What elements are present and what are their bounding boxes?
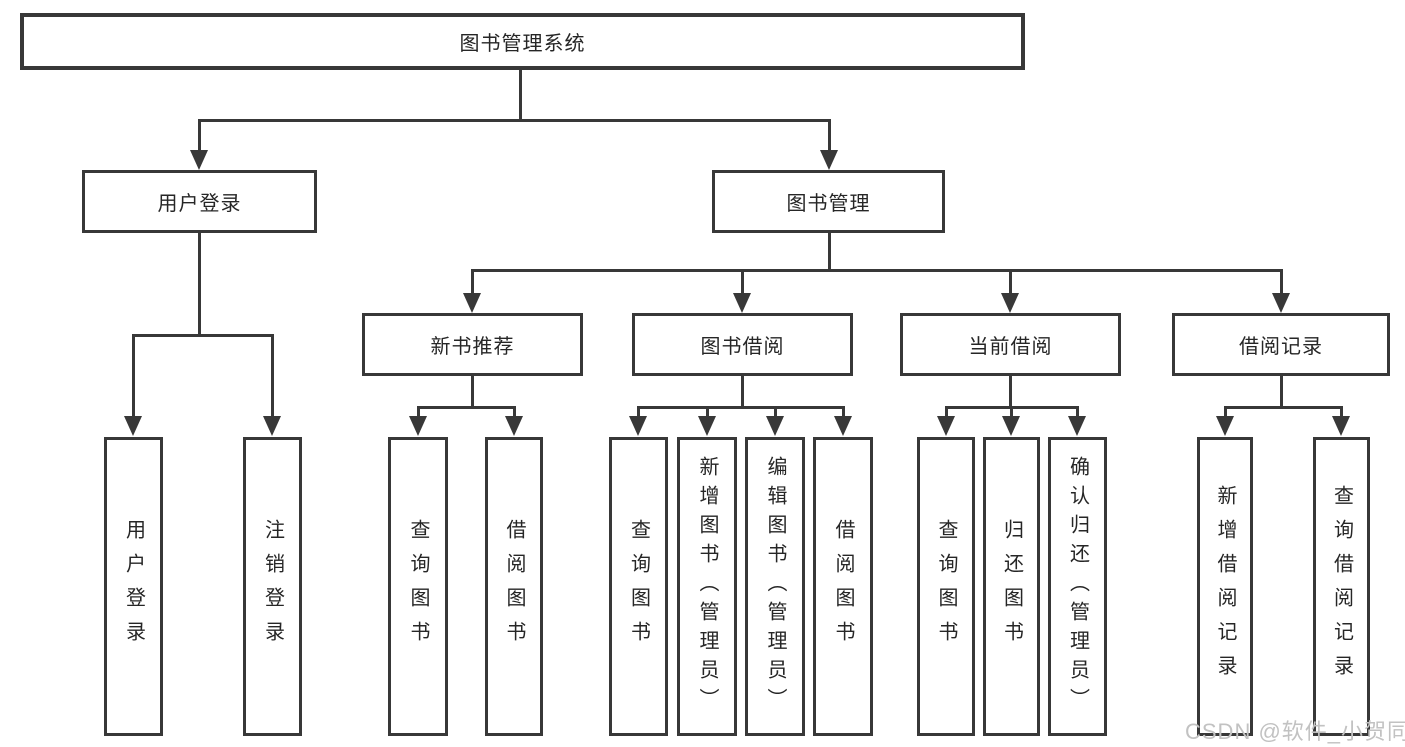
arrowhead-icon (698, 416, 716, 436)
leaf-borrow-books-2: 借阅图书 (813, 437, 873, 736)
connector-line (945, 406, 948, 418)
arrowhead-icon (629, 416, 647, 436)
node-label: 查询图书 (935, 518, 957, 655)
connector-line (1224, 406, 1227, 418)
arrowhead-icon (463, 293, 481, 313)
connector-line (1009, 376, 1012, 409)
connector-line (741, 376, 744, 409)
arrowhead-icon (1332, 416, 1350, 436)
node-borrowing-records: 借阅记录 (1172, 313, 1390, 376)
arrowhead-icon (820, 150, 838, 170)
arrowhead-icon (505, 416, 523, 436)
connector-line (417, 406, 516, 409)
leaf-add-borrow-record: 新增借阅记录 (1197, 437, 1253, 736)
node-label: 当前借阅 (968, 336, 1053, 358)
leaf-query-books-3: 查询图书 (917, 437, 975, 736)
connector-line (198, 233, 201, 337)
node-label: 查询借阅记录 (1330, 484, 1353, 689)
node-label: 借阅记录 (1239, 336, 1323, 358)
node-label: 新增图书（管理员） (696, 456, 718, 717)
connector-line (1076, 406, 1079, 418)
leaf-confirm-return-admin: 确认归还（管理员） (1048, 437, 1107, 736)
node-label: 用户登录 (157, 193, 242, 215)
arrowhead-icon (1272, 293, 1290, 313)
node-label: 图书管理系统 (459, 33, 586, 55)
node-label: 新增借阅记录 (1214, 484, 1236, 689)
connector-line (637, 406, 640, 418)
leaf-add-book-admin: 新增图书（管理员） (677, 437, 737, 736)
arrowhead-icon (409, 416, 427, 436)
node-label: 图书借阅 (700, 336, 785, 358)
connector-line (706, 406, 709, 418)
node-user-login: 用户登录 (82, 170, 317, 233)
node-book-management: 图书管理 (712, 170, 945, 233)
arrowhead-icon (1002, 416, 1020, 436)
node-label: 确认归还（管理员） (1066, 456, 1089, 717)
leaf-query-books-1: 查询图书 (388, 437, 448, 736)
connector-line (842, 406, 845, 418)
node-label: 借阅图书 (503, 518, 525, 655)
arrowhead-icon (1001, 293, 1019, 313)
connector-line (132, 334, 135, 417)
connector-line (471, 269, 1282, 272)
leaf-logout: 注销登录 (243, 437, 302, 736)
connector-line (774, 406, 777, 418)
node-label: 用户登录 (122, 518, 145, 655)
arrowhead-icon (766, 416, 784, 436)
connector-line (417, 406, 420, 418)
connector-line (637, 406, 844, 409)
node-new-book-recommendation: 新书推荐 (362, 313, 583, 376)
node-label: 图书管理 (786, 193, 871, 215)
arrowhead-icon (937, 416, 955, 436)
node-label: 编辑图书（管理员） (764, 456, 786, 717)
connector-line (519, 70, 522, 121)
arrowhead-icon (1068, 416, 1086, 436)
node-book-borrowing: 图书借阅 (632, 313, 853, 376)
leaf-query-borrow-record: 查询借阅记录 (1313, 437, 1370, 736)
arrowhead-icon (124, 416, 142, 436)
arrowhead-icon (1216, 416, 1234, 436)
leaf-user-login: 用户登录 (104, 437, 163, 736)
arrowhead-icon (834, 416, 852, 436)
connector-line (198, 119, 201, 152)
node-label: 查询图书 (627, 518, 650, 655)
connector-line (471, 376, 474, 409)
node-label: 查询图书 (407, 518, 429, 655)
connector-line (271, 334, 274, 417)
connector-line (741, 269, 744, 297)
connector-line (1010, 406, 1013, 418)
leaf-query-books-2: 查询图书 (609, 437, 668, 736)
node-label: 新书推荐 (430, 336, 515, 358)
node-current-borrowing: 当前借阅 (900, 313, 1121, 376)
arrowhead-icon (190, 150, 208, 170)
node-label: 归还图书 (1000, 518, 1023, 655)
leaf-borrow-books-1: 借阅图书 (485, 437, 543, 736)
node-label: 注销登录 (261, 518, 284, 655)
leaf-return-book: 归还图书 (983, 437, 1040, 736)
connector-line (1340, 406, 1343, 418)
csdn-watermark: CSDN @软件_小贺同学 (1185, 719, 1405, 744)
connector-line (1280, 376, 1283, 409)
connector-line (1224, 406, 1343, 409)
connector-line (513, 406, 516, 418)
connector-line (828, 119, 831, 152)
arrowhead-icon (733, 293, 751, 313)
connector-line (132, 334, 274, 337)
connector-line (1280, 269, 1283, 297)
connector-line (828, 233, 831, 272)
leaf-edit-book-admin: 编辑图书（管理员） (745, 437, 805, 736)
connector-line (1009, 269, 1012, 297)
connector-line (198, 119, 831, 122)
connector-line (471, 269, 474, 297)
arrowhead-icon (263, 416, 281, 436)
node-label: 借阅图书 (832, 518, 854, 655)
node-library-management-system: 图书管理系统 (20, 13, 1025, 70)
